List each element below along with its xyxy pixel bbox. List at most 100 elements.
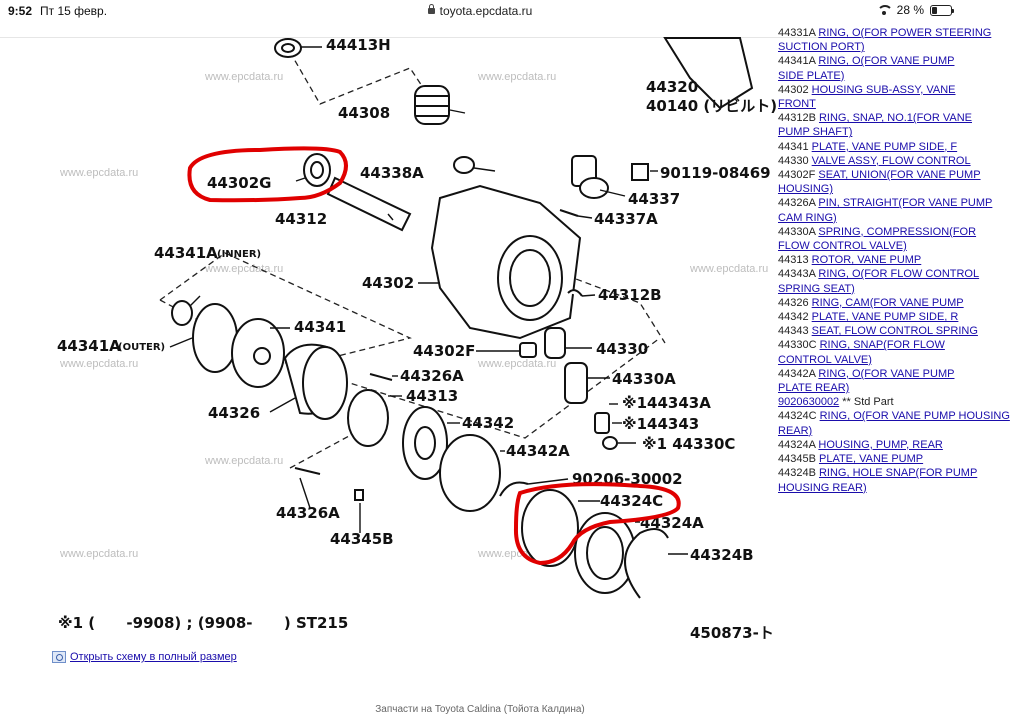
part-description-link[interactable]: RING, CAM(FOR VANE PUMP	[811, 296, 964, 309]
part-description-link[interactable]: SEAT, UNION(FOR VANE PUMP	[818, 169, 981, 182]
part-description-link[interactable]: RING, SNAP(FOR FLOW	[819, 339, 945, 352]
part-description-link[interactable]: ROTOR, VANE PUMP	[811, 254, 922, 267]
label-44341a-inner: 44341A	[154, 244, 218, 262]
part-drawings	[171, 37, 754, 599]
label-44320: 44320	[646, 78, 698, 96]
part-description-link[interactable]: RING, SNAP, NO.1(FOR VANE	[818, 112, 972, 125]
part-labels: 44413H 44308 44320 40140 (リビルト) 44338A 4…	[57, 36, 777, 642]
watermark: www.epcdata.ru	[477, 71, 556, 83]
battery-icon	[930, 4, 954, 16]
label-44342: 44342	[462, 414, 514, 432]
part-description-link[interactable]: PLATE, VANE PUMP SIDE, R	[811, 311, 959, 324]
parts-list-item: 44330 VALVE ASSY, FLOW CONTROL	[778, 154, 971, 168]
part-description-link[interactable]: RING, O(FOR POWER STEERING	[818, 27, 992, 39]
label-44324c: 44324C	[600, 492, 663, 510]
part-description-link[interactable]: PLATE REAR)	[778, 382, 850, 395]
label-44341a-outer: 44341A	[57, 337, 121, 355]
parts-list-item: 44342 PLATE, VANE PUMP SIDE, R	[778, 310, 960, 324]
parts-list-item: 44342A RING, O(FOR VANE PUMP	[778, 367, 960, 381]
part-description-link[interactable]: RING, O(FOR VANE PUMP HOUSING	[819, 410, 1010, 423]
parts-list-item: SPRING SEAT)	[778, 282, 960, 296]
parts-list-item: PLATE REAR)	[778, 381, 960, 395]
highlight-44324c	[513, 482, 681, 566]
open-full-size-link[interactable]: Открыть схему в полный размер	[70, 651, 237, 663]
parts-list-item: CAM RING)	[778, 211, 960, 225]
leader-lines	[169, 46, 688, 555]
part-description-link[interactable]: RING, HOLE SNAP(FOR PUMP	[818, 467, 978, 480]
part-description-link[interactable]: PIN, STRAIGHT(FOR VANE PUMP	[818, 197, 993, 210]
label-diagram-code: 450873-ト	[690, 624, 774, 642]
label-44302: 44302	[362, 274, 414, 292]
part-description-link[interactable]: FRONT	[778, 98, 816, 111]
parts-list-item: 44330C RING, SNAP(FOR FLOW	[778, 338, 960, 352]
part-description-link[interactable]: RING, O(FOR VANE PUMP	[818, 367, 955, 380]
parts-list-item: 44330A SPRING, COMPRESSION(FOR	[778, 225, 976, 239]
parts-list-item: 44341A RING, O(FOR VANE PUMP	[778, 54, 960, 68]
label-44326a-2: 44326A	[276, 504, 340, 522]
parts-list-item: 44302 HOUSING SUB-ASSY, VANE	[778, 83, 960, 97]
fullsize-link-row[interactable]: Открыть схему в полный размер	[52, 651, 237, 663]
watermark: www.epcdata.ru	[59, 548, 138, 560]
part-code: 44330A	[778, 225, 819, 238]
parts-list-item: PUMP SHAFT)	[778, 125, 960, 139]
parts-list-item: 44343A RING, O(FOR FLOW CONTROL	[778, 267, 979, 281]
part-description-link[interactable]: SUCTION PORT)	[778, 41, 865, 54]
label-44342a: 44342A	[506, 442, 570, 460]
parts-list-item: 44302F SEAT, UNION(FOR VANE PUMP	[778, 168, 981, 182]
part-description-link[interactable]: PLATE, VANE PUMP SIDE, F	[811, 140, 958, 153]
label-44302f: 44302F	[413, 342, 475, 360]
parts-list-item: 44313 ROTOR, VANE PUMP	[778, 253, 960, 267]
part-code: 44345B	[778, 453, 819, 466]
page-footer: Запчасти на Toyota Caldina (Тойота Калди…	[375, 704, 585, 715]
part-code: 44302	[778, 83, 812, 96]
parts-list-item: CONTROL VALVE)	[778, 353, 960, 367]
part-description-link[interactable]: SIDE PLATE)	[778, 69, 845, 82]
part-description-link[interactable]: FLOW CONTROL VALVE)	[778, 240, 907, 253]
part-description-link[interactable]: HOUSING, PUMP, REAR	[818, 438, 943, 451]
watermark: www.epcdata.ru	[204, 71, 283, 83]
part-description-link[interactable]: SEAT, FLOW CONTROL SPRING	[811, 325, 978, 338]
label-44308: 44308	[338, 104, 390, 122]
parts-list-item: 44343 SEAT, FLOW CONTROL SPRING	[778, 324, 978, 338]
part-description-link[interactable]: 9020630002	[778, 396, 840, 409]
parts-list-item: FRONT	[778, 97, 960, 111]
part-code: 44343	[778, 325, 812, 338]
battery-percent: 28 %	[896, 3, 924, 17]
part-description-link[interactable]: RING, O(FOR FLOW CONTROL	[818, 268, 980, 281]
label-outer-note: (OUTER)	[118, 342, 165, 353]
part-description-link[interactable]: HOUSING REAR)	[778, 481, 867, 494]
part-code: 44324B	[778, 467, 819, 480]
parts-list-item: SUCTION PORT)	[778, 40, 960, 54]
parts-list-item: 44324C RING, O(FOR VANE PUMP HOUSING	[778, 409, 1010, 423]
date: Пт 15 февр.	[40, 4, 108, 18]
part-description-link[interactable]: CAM RING)	[778, 211, 837, 224]
red-highlights	[187, 146, 681, 566]
part-code: 44341	[778, 140, 812, 153]
part-description-link[interactable]: CONTROL VALVE)	[778, 353, 872, 366]
label-90119-08469: 90119-08469	[660, 164, 771, 182]
part-description-link[interactable]: VALVE ASSY, FLOW CONTROL	[811, 154, 971, 167]
label-40140: 40140 (リビルト)	[646, 97, 777, 115]
label-144343: ※144343	[622, 415, 699, 433]
part-description-link[interactable]: PLATE, VANE PUMP	[818, 453, 924, 466]
header-divider	[0, 37, 960, 38]
part-description-link[interactable]: HOUSING)	[778, 183, 833, 196]
part-code: 44342	[778, 311, 812, 324]
part-description-link[interactable]: REAR)	[778, 424, 813, 437]
label-44313: 44313	[406, 387, 458, 405]
label-44341: 44341	[294, 318, 346, 336]
zoom-image-icon[interactable]	[52, 651, 66, 663]
label-note: ※1 ( -9908) ; (9908- ) ST215	[58, 614, 348, 632]
part-code: 44341A	[778, 55, 819, 68]
parts-diagram[interactable]: www.epcdata.ru www.epcdata.ru www.epcdat…	[0, 36, 777, 642]
label-44324b: 44324B	[690, 546, 754, 564]
part-description-link[interactable]: SPRING, COMPRESSION(FOR	[818, 225, 977, 238]
address-bar[interactable]: toyota.epcdata.ru	[0, 4, 960, 18]
part-code: 44326	[778, 296, 812, 309]
part-code: 44343A	[778, 268, 819, 281]
part-description-link[interactable]: RING, O(FOR VANE PUMP	[818, 55, 955, 68]
part-description-link[interactable]: HOUSING SUB-ASSY, VANE	[811, 83, 956, 96]
part-description-link[interactable]: SPRING SEAT)	[778, 282, 855, 295]
part-description-link[interactable]: PUMP SHAFT)	[778, 126, 853, 139]
